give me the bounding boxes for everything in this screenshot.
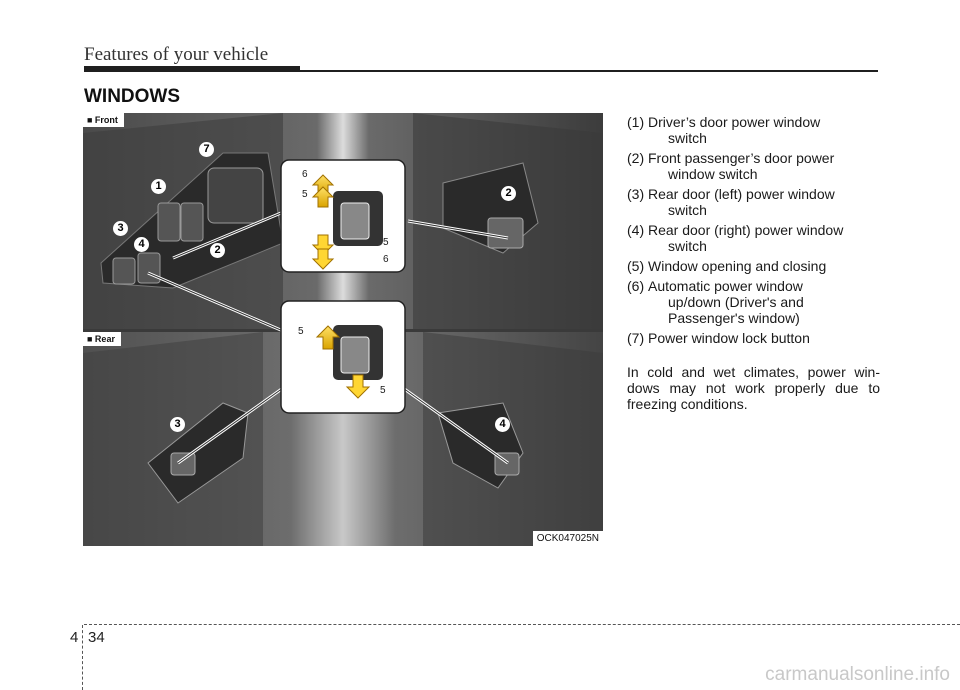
legend-num: (3) — [627, 186, 645, 202]
legend-text: Driver’s door power window — [648, 114, 821, 130]
legend-text-cont: switch — [668, 130, 707, 146]
rear-tag: ■ Rear — [83, 332, 121, 346]
header-rule — [84, 66, 300, 72]
page-number: 34 — [88, 629, 105, 646]
figure-illustration — [83, 113, 603, 546]
legend-text: Front passenger’s door power — [648, 150, 835, 166]
callout-4: 4 — [134, 237, 149, 252]
legend-text: Window opening and closing — [648, 258, 827, 274]
figure-code: OCK047025N — [532, 531, 603, 546]
running-header: Features of your vehicle — [84, 44, 269, 65]
inset-label-6-top: 6 — [302, 169, 308, 180]
legend-text-cont: up/down (Driver's and Passenger's window… — [668, 294, 804, 326]
legend-num: (5) — [627, 258, 645, 274]
footer-rule-vertical — [82, 625, 83, 690]
cold-weather-note: In cold and wet climates, power win-dows… — [627, 364, 880, 412]
front-tag: ■ Front — [83, 113, 124, 127]
chapter-number: 4 — [70, 629, 79, 646]
callout-3: 3 — [113, 221, 128, 236]
callout-7: 7 — [199, 142, 214, 157]
inset-label-6-bottom: 6 — [383, 254, 389, 265]
legend-num: (7) — [627, 330, 645, 346]
callout-2: 2 — [210, 243, 225, 258]
legend-item: (7)Power window lock button — [627, 330, 880, 346]
legend-text: Rear door (left) power window — [648, 186, 835, 202]
inset-label-5-rear-top: 5 — [298, 326, 304, 337]
legend-text: Rear door (right) power window — [648, 222, 844, 238]
callout-3-rear: 3 — [170, 417, 185, 432]
callout-1: 1 — [151, 179, 166, 194]
section-title: WINDOWS — [84, 86, 181, 107]
inset-label-5-rear-bottom: 5 — [380, 385, 386, 396]
window-switch-figure: ■ Front ■ Rear OCK047025N 1 2 3 4 7 2 3 … — [83, 113, 603, 546]
legend-num: (2) — [627, 150, 645, 166]
legend-text-cont: switch — [668, 238, 707, 254]
footer-rule — [84, 624, 960, 625]
legend-text: Power window lock button — [648, 330, 810, 346]
legend-text: Automatic power window — [648, 278, 803, 294]
watermark: carmanualsonline.info — [765, 664, 950, 685]
inset-label-5-top: 5 — [302, 189, 308, 200]
legend-num: (1) — [627, 114, 645, 130]
callout-2-passenger: 2 — [501, 186, 516, 201]
legend-text-cont: window switch — [668, 166, 758, 182]
inset-label-5-bottom: 5 — [383, 237, 389, 248]
callout-4-rear: 4 — [495, 417, 510, 432]
header-rule-thin — [300, 70, 878, 72]
legend-num: (4) — [627, 222, 645, 238]
legend-item: (5)Window opening and closing — [627, 258, 880, 274]
legend-text-cont: switch — [668, 202, 707, 218]
legend-num: (6) — [627, 278, 645, 294]
